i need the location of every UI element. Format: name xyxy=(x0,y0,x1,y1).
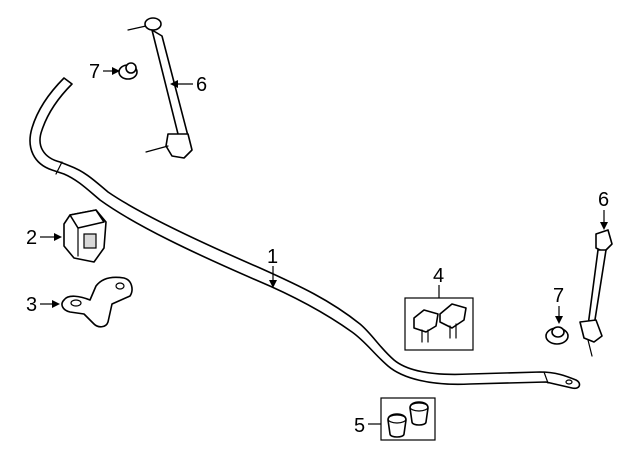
callout-7a: 7 xyxy=(89,61,120,83)
svg-text:5: 5 xyxy=(354,415,365,437)
nut-right xyxy=(545,326,569,345)
callout-3: 3 xyxy=(26,294,60,316)
bushing-kit xyxy=(404,297,474,351)
callout-4: 4 xyxy=(433,265,444,298)
svg-text:2: 2 xyxy=(26,227,37,249)
callout-5: 5 xyxy=(354,415,381,437)
svg-text:1: 1 xyxy=(267,246,278,268)
stabilizer-bar xyxy=(29,77,581,390)
bushing xyxy=(63,209,107,263)
callout-1: 1 xyxy=(267,246,278,288)
svg-text:4: 4 xyxy=(433,265,444,287)
svg-text:6: 6 xyxy=(196,74,207,96)
svg-text:6: 6 xyxy=(598,189,609,211)
stabilizer-link-upper xyxy=(127,17,193,159)
svg-text:7: 7 xyxy=(89,61,100,83)
bracket xyxy=(61,276,133,328)
callout-6b: 6 xyxy=(598,189,609,230)
callout-2: 2 xyxy=(26,227,62,249)
nut-upper xyxy=(118,62,138,80)
callout-7b: 7 xyxy=(553,285,564,324)
svg-text:3: 3 xyxy=(26,294,37,316)
svg-text:7: 7 xyxy=(553,285,564,307)
bushing-pair xyxy=(380,397,436,441)
callout-6a: 6 xyxy=(170,74,207,96)
stabilizer-link-right xyxy=(579,229,613,357)
